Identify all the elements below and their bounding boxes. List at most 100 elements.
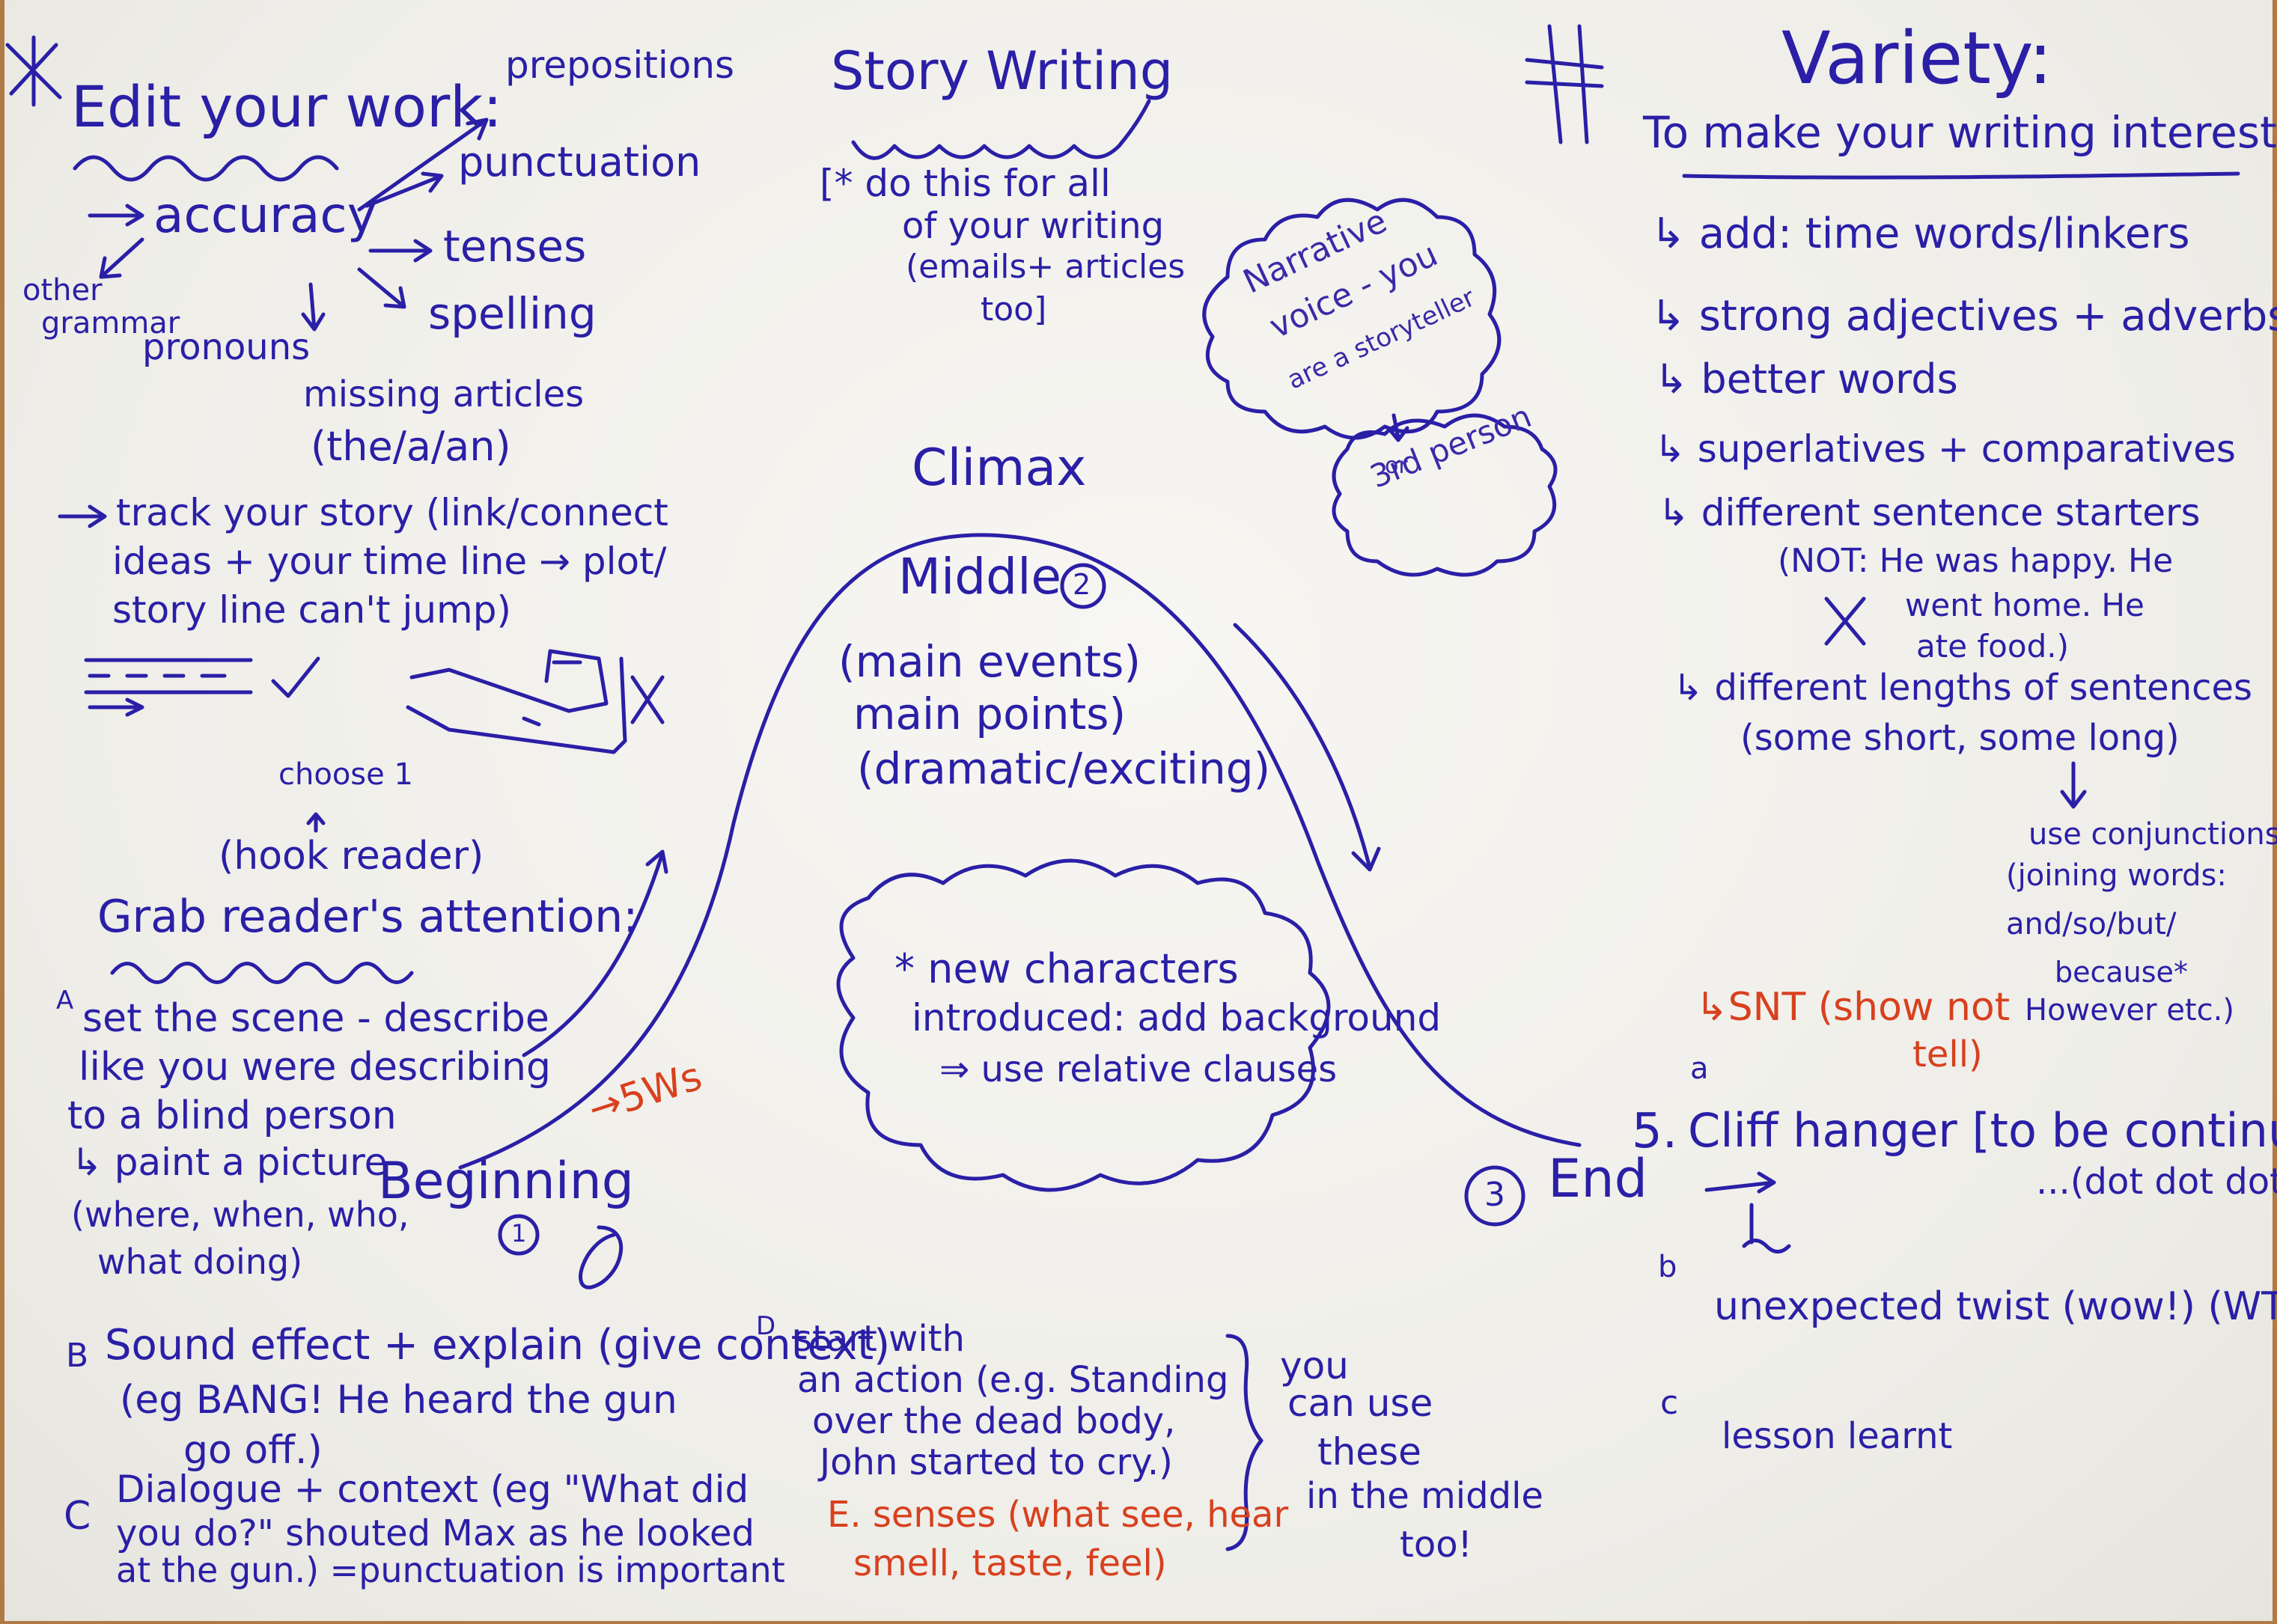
item-e-line-2: smell, taste, feel) bbox=[853, 1542, 1167, 1584]
item-a-line-6: what doing) bbox=[97, 1242, 303, 1282]
cliff-arrow-doodle bbox=[1704, 1171, 1791, 1254]
twist-mark-b: b bbox=[1658, 1250, 1677, 1284]
middle-number: 2 bbox=[1073, 568, 1091, 601]
track-story-line-1: track your story (link/connect bbox=[116, 491, 668, 534]
pronouns-label: pronouns bbox=[142, 326, 311, 368]
item-d-line-3: over the dead body, bbox=[812, 1400, 1176, 1442]
variety-item-1: ↳ add: time words/linkers bbox=[1650, 210, 2190, 258]
track-story-line-3: story line can't jump) bbox=[112, 588, 512, 632]
note-line-4: too] bbox=[981, 290, 1047, 329]
arrow-to-accuracy bbox=[88, 204, 144, 227]
beginning-number: 1 bbox=[511, 1219, 527, 1248]
can-use-line-4: in the middle bbox=[1306, 1475, 1543, 1517]
cross-left-icon bbox=[630, 675, 665, 724]
accuracy-label: accuracy bbox=[153, 186, 377, 244]
conjunctions-line-2: (joining words: bbox=[2006, 858, 2227, 893]
note-line-3: (emails+ articles bbox=[906, 248, 1186, 286]
grab-attention-heading: Grab reader's attention: bbox=[97, 891, 638, 943]
conjunctions-line-3: and/so/but/ bbox=[2006, 907, 2177, 941]
arrow-to-spelling bbox=[357, 267, 406, 309]
wavy-underline-edit bbox=[73, 155, 339, 182]
other-label: other bbox=[22, 273, 103, 308]
item-c-line-3: at the gun.) =punctuation is important bbox=[116, 1550, 785, 1590]
can-use-line-3: these bbox=[1317, 1430, 1421, 1474]
cliff-hanger-line-1: Cliff hanger [to be continued bbox=[1688, 1103, 2277, 1158]
tick-icon bbox=[271, 656, 320, 698]
hook-reader-label: (hook reader) bbox=[219, 834, 484, 879]
lesson-learnt-label: lesson learnt bbox=[1722, 1415, 1953, 1457]
variety-item-2: ↳ strong adjectives + adverbs bbox=[1650, 292, 2277, 341]
beginning-label: Beginning bbox=[378, 1152, 634, 1211]
arrow-to-punctuation bbox=[365, 171, 444, 208]
arrow-to-other-grammar bbox=[99, 237, 144, 279]
choose-one-label: choose 1 bbox=[278, 757, 413, 792]
can-use-line-5: too! bbox=[1400, 1524, 1472, 1566]
narrative-voice-cloud bbox=[1202, 198, 1502, 440]
end-number-circle bbox=[1464, 1165, 1525, 1227]
not-example-line-1: (NOT: He was happy. He bbox=[1778, 542, 2174, 580]
wavy-underline-grab bbox=[110, 962, 414, 984]
item-e-line-1: E. senses (what see, hear bbox=[827, 1494, 1289, 1536]
arrow-to-tenses bbox=[368, 239, 433, 263]
brace-d-e bbox=[1225, 1334, 1264, 1551]
item-b-line-2: (eg BANG! He heard the gun bbox=[120, 1378, 677, 1423]
end-label: End bbox=[1548, 1148, 1648, 1209]
third-person-or: or bbox=[1385, 453, 1408, 479]
can-use-line-2: can use bbox=[1287, 1382, 1433, 1425]
new-characters-line-2: introduced: add background bbox=[912, 996, 1442, 1040]
arrow-rising bbox=[522, 849, 668, 1057]
snt-line-2: tell) bbox=[1912, 1034, 1983, 1075]
variety-heading: Variety: bbox=[1781, 16, 2053, 100]
item-five-label: 5. bbox=[1632, 1104, 1678, 1159]
not-example-line-2: went home. He bbox=[1905, 587, 2145, 623]
prepositions-label: prepositions bbox=[505, 43, 735, 87]
item-a-line-4: ↳ paint a picture bbox=[71, 1141, 388, 1184]
item-c-label: C bbox=[64, 1494, 91, 1539]
dramatic-line: (dramatic/exciting) bbox=[857, 743, 1271, 794]
item-a-line-2: like you were describing bbox=[79, 1045, 551, 1090]
arrow-to-prepositions bbox=[357, 117, 489, 212]
middle-label: Middle bbox=[898, 548, 1062, 605]
arrow-track bbox=[58, 504, 107, 528]
item-a-line-3: to a blind person bbox=[67, 1093, 397, 1138]
item-d-line-1: start with bbox=[793, 1318, 965, 1360]
grammar-label: grammar bbox=[41, 306, 180, 341]
tenses-label: tenses bbox=[443, 221, 587, 272]
item-d-line-2: an action (e.g. Standing bbox=[797, 1359, 1229, 1401]
item-b-line-1: Sound effect + explain (give context) bbox=[105, 1321, 891, 1370]
spelling-label: spelling bbox=[428, 288, 597, 339]
third-person-cloud bbox=[1332, 413, 1558, 577]
item-a-label: A bbox=[56, 986, 74, 1016]
paper-sheet bbox=[4, 0, 2273, 1621]
new-characters-cloud bbox=[836, 858, 1331, 1192]
can-use-line-1: you bbox=[1280, 1344, 1349, 1388]
item-c-line-1: Dialogue + context (eg "What did bbox=[116, 1468, 749, 1511]
broken-road-icon bbox=[406, 649, 627, 754]
missing-articles-label: missing articles bbox=[303, 373, 585, 415]
item-d-line-4: John started to cry.) bbox=[820, 1441, 1173, 1483]
arrow-to-conjunctions bbox=[2060, 761, 2087, 809]
beginning-number-circle bbox=[498, 1214, 540, 1256]
item-c-line-2: you do?" shouted Max as he looked bbox=[116, 1512, 755, 1554]
star-left-icon bbox=[5, 35, 62, 107]
edit-your-work-heading: Edit your work: bbox=[71, 73, 502, 140]
cliff-hanger-line-2: ...(dot dot dot)] bbox=[2036, 1161, 2277, 1203]
conjunctions-line-4: because* bbox=[2055, 956, 2188, 989]
variety-item-3: ↳ better words bbox=[1654, 355, 1958, 403]
climax-label: Climax bbox=[912, 439, 1087, 498]
story-arc bbox=[458, 533, 1582, 1170]
item-b-line-3: go off.) bbox=[183, 1428, 323, 1473]
not-example-line-3: ate food.) bbox=[1916, 628, 2069, 665]
note-line-1: [* do this for all bbox=[820, 162, 1111, 205]
variety-item-6-detail: (some short, some long) bbox=[1740, 717, 2180, 759]
main-events-line: (main events) bbox=[838, 636, 1141, 687]
conjunctions-line-5: However etc.) bbox=[2025, 993, 2234, 1028]
star-right-icon bbox=[1525, 24, 1604, 144]
item-d-label: D bbox=[756, 1311, 776, 1341]
cliff-mark-a: a bbox=[1690, 1051, 1709, 1086]
variety-item-5: ↳ different sentence starters bbox=[1658, 491, 2201, 534]
arrow-choose bbox=[306, 812, 326, 833]
arrow-falling bbox=[1233, 623, 1381, 872]
unexpected-twist-label: unexpected twist (wow!) (WTF?!) bbox=[1714, 1284, 2277, 1329]
